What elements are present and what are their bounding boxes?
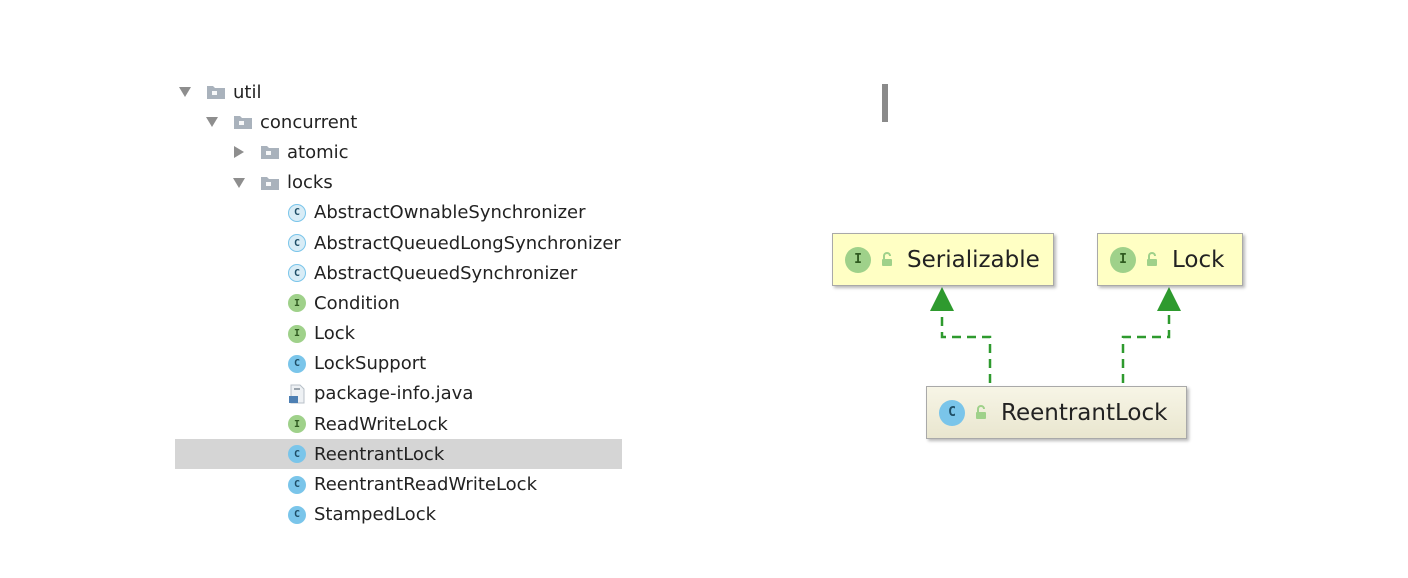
class-icon: C [288, 505, 306, 524]
tree-item-label: package-info.java [314, 383, 474, 405]
edge-reentrant-to-serializable [930, 287, 992, 383]
folder-icon [261, 146, 279, 160]
chevron-right-icon[interactable] [232, 145, 246, 159]
class-icon: C [288, 445, 306, 464]
tree-item-concurrent[interactable]: concurrent [175, 107, 622, 137]
tree-item-label: ReentrantLock [314, 443, 445, 465]
tree-item-locksupport[interactable]: C LockSupport [175, 349, 622, 379]
tree-item-abstractqueuedsynchronizer[interactable]: C AbstractQueuedSynchronizer [175, 258, 622, 288]
chevron-down-icon[interactable] [205, 115, 219, 129]
class-icon: C [939, 399, 965, 426]
tree-item-locks[interactable]: locks [175, 168, 622, 198]
tree-item-lock[interactable]: I Lock [175, 319, 622, 349]
tree-item-label: LockSupport [314, 353, 427, 375]
interface-icon: I [288, 415, 306, 434]
folder-icon [234, 116, 252, 130]
java-file-icon [289, 384, 305, 404]
open-lock-icon [1147, 252, 1157, 266]
abstract-class-icon: C [288, 264, 306, 283]
node-label: Lock [1172, 246, 1225, 273]
tree-item-readwritelock[interactable]: I ReadWriteLock [175, 409, 622, 439]
tree-item-reentrantlock[interactable]: C ReentrantLock [175, 439, 622, 470]
tree-item-label: Condition [314, 292, 400, 314]
tree-item-label: AbstractQueuedSynchronizer [314, 262, 578, 284]
chevron-down-icon[interactable] [232, 176, 246, 190]
tree-item-label: AbstractOwnableSynchronizer [314, 202, 586, 224]
abstract-class-icon: C [288, 203, 306, 222]
tree-item-condition[interactable]: I Condition [175, 288, 622, 318]
tree-item-label: locks [287, 172, 333, 194]
tree-item-label: ReentrantReadWriteLock [314, 474, 538, 496]
tree-item-label: StampedLock [314, 504, 437, 526]
interface-icon: I [1110, 246, 1136, 273]
node-label: ReentrantLock [1001, 399, 1168, 426]
tree-item-label: util [233, 81, 262, 103]
tree-item-label: atomic [287, 141, 349, 163]
abstract-class-icon: C [288, 234, 306, 253]
interface-icon: I [845, 246, 871, 273]
arrowhead-serializable [930, 287, 954, 311]
tree-item-label: concurrent [260, 111, 358, 133]
folder-icon [261, 176, 279, 190]
arrowhead-lock [1157, 287, 1181, 311]
interface-icon: I [288, 294, 306, 313]
tree-item-abstractownablesynchronizer[interactable]: C AbstractOwnableSynchronizer [175, 198, 622, 228]
folder-icon [207, 86, 225, 100]
tree-item-label: Lock [314, 323, 356, 345]
node-serializable[interactable]: I Serializable [832, 233, 1054, 286]
tree-item-util[interactable]: util [175, 77, 622, 107]
interface-icon: I [288, 324, 306, 343]
class-icon: C [288, 475, 306, 494]
tree-item-stampedlock[interactable]: C StampedLock [175, 500, 622, 530]
tree-item-label: AbstractQueuedLongSynchronizer [314, 232, 621, 254]
node-lock[interactable]: I Lock [1097, 233, 1243, 286]
tree-item-reentrantreadwritelock[interactable]: C ReentrantReadWriteLock [175, 469, 622, 499]
edge-reentrant-to-lock [1121, 287, 1181, 383]
tree-item-atomic[interactable]: atomic [175, 137, 622, 167]
tree-item-label: ReadWriteLock [314, 413, 448, 435]
chevron-down-icon[interactable] [178, 85, 192, 99]
node-reentrantlock[interactable]: C ReentrantLock [926, 386, 1187, 439]
text-caret [882, 84, 888, 122]
class-icon: C [288, 354, 306, 373]
open-lock-icon [882, 252, 892, 266]
tree-item-package-info-java[interactable]: package-info.java [175, 379, 622, 409]
open-lock-icon [976, 405, 986, 419]
node-label: Serializable [907, 246, 1040, 273]
tree-item-abstractqueuedlongsynchronizer[interactable]: C AbstractQueuedLongSynchronizer [175, 228, 622, 258]
